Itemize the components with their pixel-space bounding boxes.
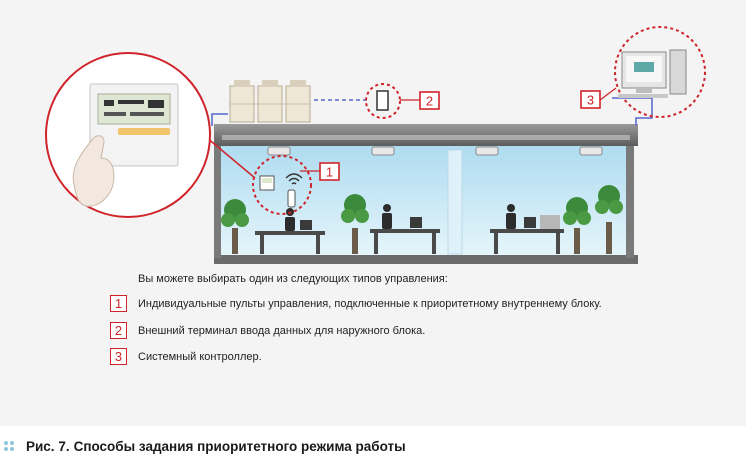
remote-controller: 1 (252, 155, 340, 215)
keyboard (618, 94, 668, 98)
ceiling-duct (222, 135, 630, 140)
caption-label: Рис. 7. (26, 438, 70, 454)
legend-item-2: 2 Внешний терминал ввода данных для нару… (110, 321, 425, 340)
system-controller: 3 (580, 26, 706, 118)
legend-item-text: Индивидуальные пульты управления, подклю… (138, 297, 602, 310)
marker-box (319, 162, 340, 181)
legend-item-text: Системный контроллер. (138, 350, 262, 363)
marker-box (419, 91, 440, 110)
person (285, 204, 516, 231)
figure-frame: 1 2 3 (0, 0, 746, 426)
control-buttons (118, 128, 170, 135)
indoor-unit (579, 146, 603, 156)
leader-line (599, 87, 617, 101)
control-diagram: 1 2 3 (45, 26, 706, 264)
partition (540, 215, 560, 229)
office-scene (221, 185, 623, 254)
legend-item-1: 1 Индивидуальные пульты управления, подк… (110, 294, 602, 313)
computer-tower (669, 49, 687, 95)
caption-text: Способы задания приоритетного режима раб… (73, 438, 406, 454)
monitor (300, 217, 536, 230)
marker-box (580, 90, 601, 109)
caption-dots-icon (4, 440, 20, 452)
outdoor-units (229, 80, 311, 123)
glass-partition (447, 149, 463, 255)
legend-intro: Вы можете выбирать один из следующих тип… (138, 273, 448, 285)
controller-display (97, 93, 171, 125)
wifi-signal-icon (285, 173, 303, 185)
legend-number-box: 3 (110, 348, 127, 365)
right-wall (626, 146, 634, 258)
indoor-unit (267, 146, 291, 156)
plant (563, 197, 591, 254)
indoor-unit (371, 146, 395, 156)
marker-number: 1 (326, 165, 333, 180)
terminal-device (376, 90, 389, 111)
highlight-circle (365, 83, 401, 119)
plant (341, 194, 369, 254)
external-terminal: 2 (365, 83, 440, 119)
legend-item-text: Внешний терминал ввода данных для наружн… (138, 324, 426, 337)
marker-number: 2 (426, 94, 433, 109)
pointing-hand (72, 135, 115, 207)
indoor-units (267, 146, 603, 156)
legend-number-box: 1 (110, 295, 127, 312)
plant (595, 185, 623, 254)
wire-right (612, 97, 653, 126)
wireless-remote (287, 189, 296, 208)
building (214, 124, 638, 264)
highlight-circle (614, 26, 706, 118)
plant (221, 199, 249, 254)
floor-slab (214, 255, 638, 264)
wire-left (211, 113, 228, 126)
desk (255, 229, 564, 254)
left-wall (214, 146, 221, 258)
legend-item-3: 3 Системный контроллер. (110, 347, 262, 366)
highlight-circle (252, 155, 312, 215)
indoor-unit (475, 146, 499, 156)
controller-zoom-inset (45, 52, 256, 218)
legend-number-box: 2 (110, 322, 127, 339)
marker-number: 3 (587, 93, 594, 108)
figure-caption: Рис. 7. Способы задания приоритетного ре… (0, 436, 746, 456)
